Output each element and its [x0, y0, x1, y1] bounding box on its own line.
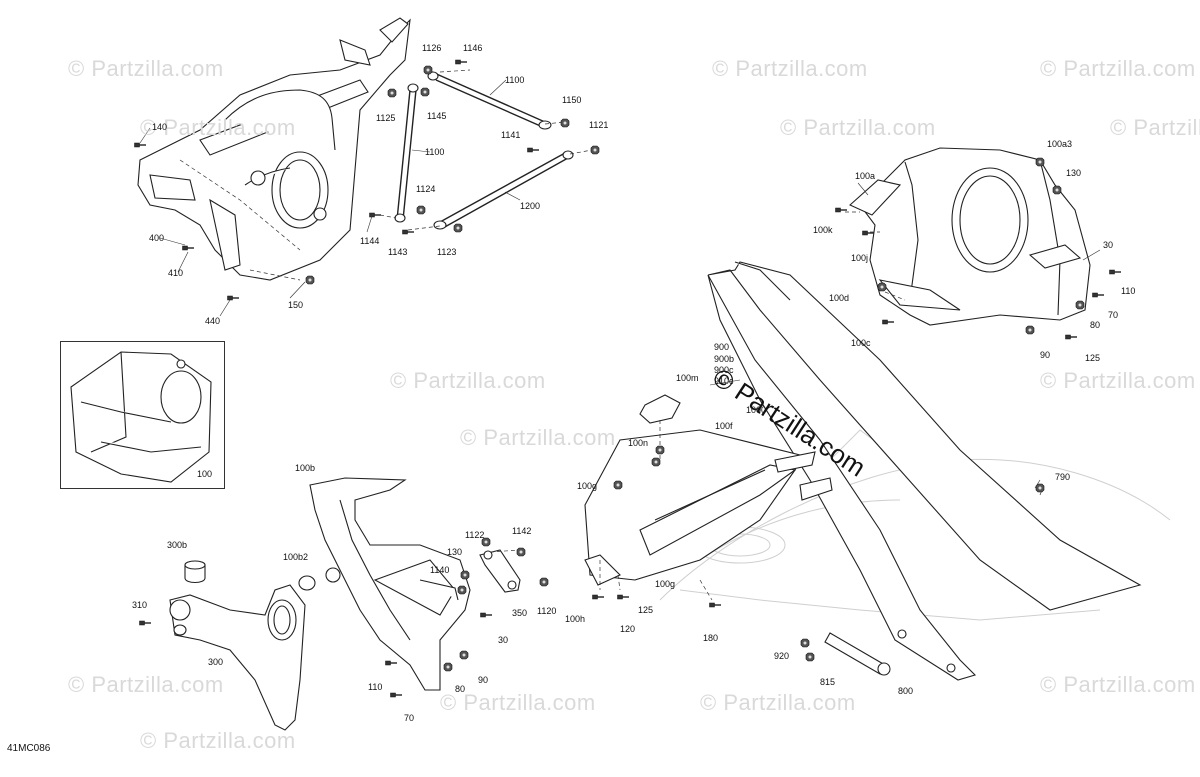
inset-frame-drawing [70, 351, 212, 483]
part-callout[interactable]: 70 [404, 713, 415, 723]
part-callout[interactable]: 1100 [425, 147, 445, 157]
part-callout[interactable]: 1146 [463, 43, 483, 53]
part-callout[interactable]: 815 [820, 677, 836, 687]
part-callout[interactable]: 110 [1121, 286, 1136, 296]
part-callout[interactable]: 130 [447, 547, 463, 557]
part-callout[interactable]: 900c [714, 365, 734, 375]
part-callout[interactable]: 300 [208, 657, 224, 667]
inset-frame-overview [60, 341, 225, 489]
part-callout[interactable]: 1124 [416, 184, 436, 194]
part-callout[interactable]: 100c [851, 338, 871, 348]
part-callout[interactable]: 350 [512, 608, 528, 618]
part-callout[interactable]: 1142 [512, 526, 532, 536]
part-callout[interactable]: 1120 [537, 606, 557, 616]
bracket-350 [479, 549, 521, 593]
part-callout[interactable]: 100a3 [1047, 139, 1073, 149]
part-callout[interactable]: 300b [167, 540, 188, 550]
part-callout[interactable]: 1140 [430, 565, 450, 575]
part-callout[interactable]: 100f [715, 421, 733, 431]
lower-side-frame-100b [309, 477, 471, 691]
part-callout[interactable]: 90 [1040, 350, 1051, 360]
part-callout[interactable]: 100m [676, 373, 699, 383]
leader-lines [139, 79, 1101, 489]
part-callout[interactable]: 180 [703, 633, 719, 643]
part-callout[interactable]: 100k [813, 225, 833, 235]
part-callout[interactable]: 100a [855, 171, 876, 181]
part-callout[interactable]: 125 [638, 605, 654, 615]
part-callout[interactable]: 790 [1055, 472, 1071, 482]
part-callout[interactable]: 100b2 [283, 552, 309, 562]
diagram-id: 41MC086 [7, 743, 51, 754]
part-callout[interactable]: 910c [714, 376, 734, 386]
part-callout[interactable]: 100h [565, 614, 586, 624]
part-callout[interactable]: 120 [620, 624, 636, 634]
part-callout[interactable]: 440 [205, 316, 221, 326]
floor-plate-assembly [584, 394, 833, 601]
part-callout[interactable]: 125 [1085, 353, 1101, 363]
part-callout[interactable]: 30 [1103, 240, 1114, 250]
part-callout[interactable]: 1144 [360, 236, 380, 246]
support-bracket-300 [138, 560, 306, 731]
part-callout[interactable]: 1000 [746, 405, 767, 415]
part-callout[interactable]: 100g [655, 579, 676, 589]
part-callout[interactable]: 110 [368, 682, 383, 692]
part-callout[interactable]: 70 [1108, 310, 1119, 320]
part-callout[interactable]: 900b [714, 354, 735, 364]
part-callout[interactable]: 80 [1090, 320, 1101, 330]
part-callout[interactable]: 1145 [427, 111, 447, 121]
part-callout[interactable]: 400 [149, 233, 165, 243]
beam-hardware [800, 483, 1045, 676]
part-callout[interactable]: 1126 [422, 43, 442, 53]
part-callout[interactable]: 1100 [505, 75, 525, 85]
part-callout[interactable]: 1143 [388, 247, 408, 257]
diagonal-side-beam [707, 261, 1142, 681]
mount-bracket [824, 632, 886, 675]
part-callout[interactable]: 100d [829, 293, 850, 303]
part-callout[interactable]: 920 [774, 651, 790, 661]
part-callout[interactable]: 1121 [589, 120, 609, 130]
part-callout[interactable]: 1141 [501, 130, 521, 140]
part-callout[interactable]: 150 [288, 300, 304, 310]
part-callout[interactable]: 1122 [465, 530, 485, 540]
part-callout[interactable]: 140 [152, 122, 168, 132]
part-callout[interactable]: 100b [295, 463, 316, 473]
part-callout[interactable]: 130 [1066, 168, 1082, 178]
part-callout[interactable]: 1125 [376, 113, 396, 123]
rear-cage-assembly [845, 147, 1091, 326]
part-callout[interactable]: 1123 [437, 247, 457, 257]
part-callout[interactable]: 100n [628, 438, 649, 448]
part-callout[interactable]: 900 [714, 342, 730, 352]
part-callout[interactable]: 90 [478, 675, 489, 685]
frame100b-hardware [298, 537, 549, 698]
part-callout[interactable]: 800 [898, 686, 914, 696]
part-callout[interactable]: 410 [168, 268, 184, 278]
part-callout[interactable]: 100g [577, 481, 598, 491]
part-callout[interactable]: 30 [498, 635, 509, 645]
bushing-100b2 [298, 575, 316, 591]
part-callout[interactable]: 100 [197, 469, 213, 479]
part-callout[interactable]: 310 [132, 600, 148, 610]
part-callout[interactable]: 1200 [520, 201, 541, 211]
part-callout[interactable]: 80 [455, 684, 466, 694]
part-callout[interactable]: 1150 [562, 95, 582, 105]
front-frame-assembly [137, 17, 411, 281]
support-rods [379, 69, 593, 231]
part-callout[interactable]: 100j [851, 253, 869, 263]
